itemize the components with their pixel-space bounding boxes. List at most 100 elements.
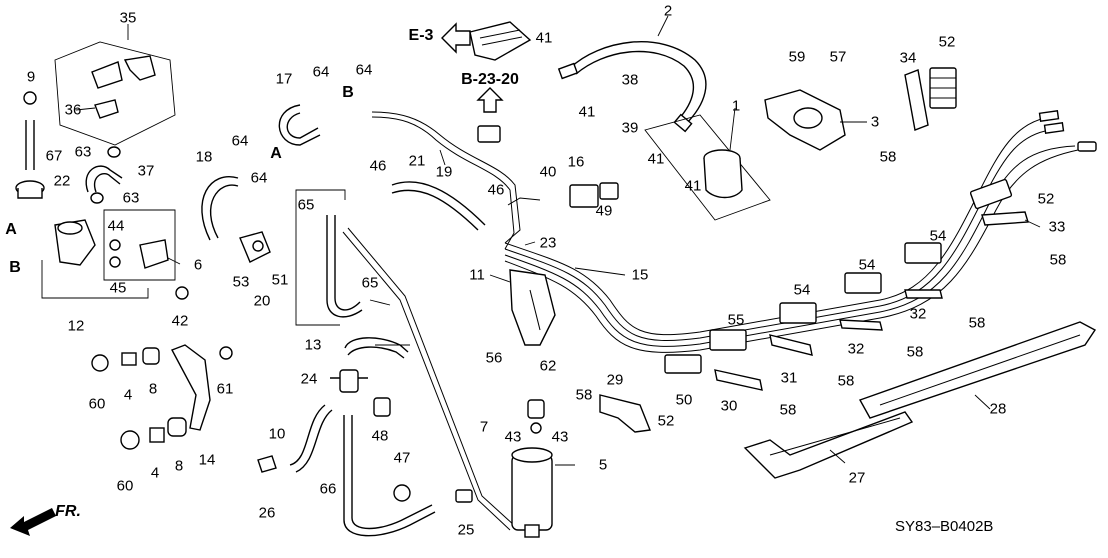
callout-15: 15 <box>631 266 649 284</box>
bracket-3 <box>764 89 846 151</box>
callout-63b: 63 <box>122 189 140 207</box>
callout-65b: 65 <box>361 274 379 292</box>
callout-24: 24 <box>300 370 318 388</box>
callout-46a: 46 <box>369 157 387 175</box>
small-brackets <box>714 211 1029 391</box>
callout-65a: 65 <box>297 196 315 214</box>
callout-41a: 41 <box>535 29 553 47</box>
callout-29: 29 <box>606 371 624 389</box>
hose-10 <box>289 404 333 473</box>
bolts <box>91 286 233 450</box>
callout-27: 27 <box>848 469 866 487</box>
callout-54b: 54 <box>858 256 876 274</box>
callout-36: 36 <box>64 101 82 119</box>
callout-52b: 52 <box>1037 190 1055 208</box>
valve-22-group <box>15 91 45 199</box>
callout-8a: 8 <box>148 380 158 398</box>
callout-33: 33 <box>1048 218 1066 236</box>
callout-59: 59 <box>788 48 806 66</box>
callout-64d: 64 <box>250 169 268 187</box>
callout-31: 31 <box>780 369 798 387</box>
callout-16: 16 <box>567 153 585 171</box>
pipe-19 <box>371 111 541 250</box>
hose-13 <box>344 337 409 359</box>
clamp-34 <box>904 67 957 131</box>
line-bundle <box>504 109 1097 353</box>
callout-47: 47 <box>393 449 411 467</box>
callout-49: 49 <box>595 202 613 220</box>
hose-66 <box>343 415 436 537</box>
callout-1: 1 <box>731 97 741 115</box>
callout-40: 40 <box>539 163 557 181</box>
callout-58a: 58 <box>879 148 897 166</box>
callout-8b: 8 <box>174 457 184 475</box>
callout-7: 7 <box>479 418 489 436</box>
callout-54a: 54 <box>929 227 947 245</box>
callout-48: 48 <box>371 427 389 445</box>
callout-67: 67 <box>45 147 63 165</box>
callout-4b: 4 <box>150 464 160 482</box>
callout-19: 19 <box>435 163 453 181</box>
fitting-24 <box>330 369 368 393</box>
callout-57: 57 <box>829 48 847 66</box>
clamp-51 <box>239 231 271 263</box>
group-12-box <box>41 209 176 299</box>
callout-55: 55 <box>727 311 745 329</box>
ref-label-e3: E-3 <box>408 27 434 44</box>
callout-64a: 64 <box>312 63 330 81</box>
callout-43a: 43 <box>504 428 522 446</box>
group-35-box <box>54 41 176 146</box>
callout-32a: 32 <box>909 305 927 323</box>
callout-51: 51 <box>271 271 289 289</box>
callout-18: 18 <box>195 148 213 166</box>
callout-10: 10 <box>268 425 286 443</box>
ref-label-b-left: B <box>9 259 21 276</box>
callout-60b: 60 <box>116 477 134 495</box>
callout-37: 37 <box>137 162 155 180</box>
callout-64b: 64 <box>355 61 373 79</box>
callout-25: 25 <box>457 521 475 539</box>
callout-6: 6 <box>193 256 203 274</box>
callout-43b: 43 <box>551 428 569 446</box>
callout-44: 44 <box>107 217 125 235</box>
callout-26: 26 <box>258 504 276 522</box>
callout-13: 13 <box>304 336 322 354</box>
callout-64c: 64 <box>231 132 249 150</box>
bracket-11 <box>509 269 556 346</box>
callout-50: 50 <box>675 391 693 409</box>
ref-label-b-top: B <box>342 84 354 101</box>
callout-58e: 58 <box>837 372 855 390</box>
callout-5: 5 <box>598 456 608 474</box>
callout-21: 21 <box>408 152 426 170</box>
ref-label-b2320: B-23-20 <box>461 71 519 88</box>
protector-28 <box>858 321 1097 419</box>
front-marker: FR. <box>55 503 81 520</box>
valve-7 <box>527 399 545 434</box>
callout-58d: 58 <box>906 343 924 361</box>
vent-line <box>342 227 516 531</box>
callout-61: 61 <box>216 380 234 398</box>
callout-20: 20 <box>253 292 271 310</box>
callout-66: 66 <box>319 480 337 498</box>
canister-5 <box>511 447 553 538</box>
bracket-14 <box>171 344 211 431</box>
callout-17: 17 <box>275 70 293 88</box>
callout-3: 3 <box>870 113 880 131</box>
clamps-lower <box>257 397 473 503</box>
group-20-box <box>295 189 363 326</box>
callout-14: 14 <box>198 451 216 469</box>
callout-35: 35 <box>119 9 137 27</box>
callout-30: 30 <box>720 397 738 415</box>
callout-62: 62 <box>539 357 557 375</box>
callout-54c: 54 <box>793 281 811 299</box>
callout-32b: 32 <box>847 340 865 358</box>
ref-label-a-top: A <box>270 145 282 162</box>
ref-label-a-left: A <box>5 221 17 238</box>
callout-58c: 58 <box>968 314 986 332</box>
clamp-set <box>569 178 1013 374</box>
callout-34: 34 <box>899 49 917 67</box>
callout-9: 9 <box>26 68 36 86</box>
diagram-code: SY83–B0402B <box>895 518 994 535</box>
